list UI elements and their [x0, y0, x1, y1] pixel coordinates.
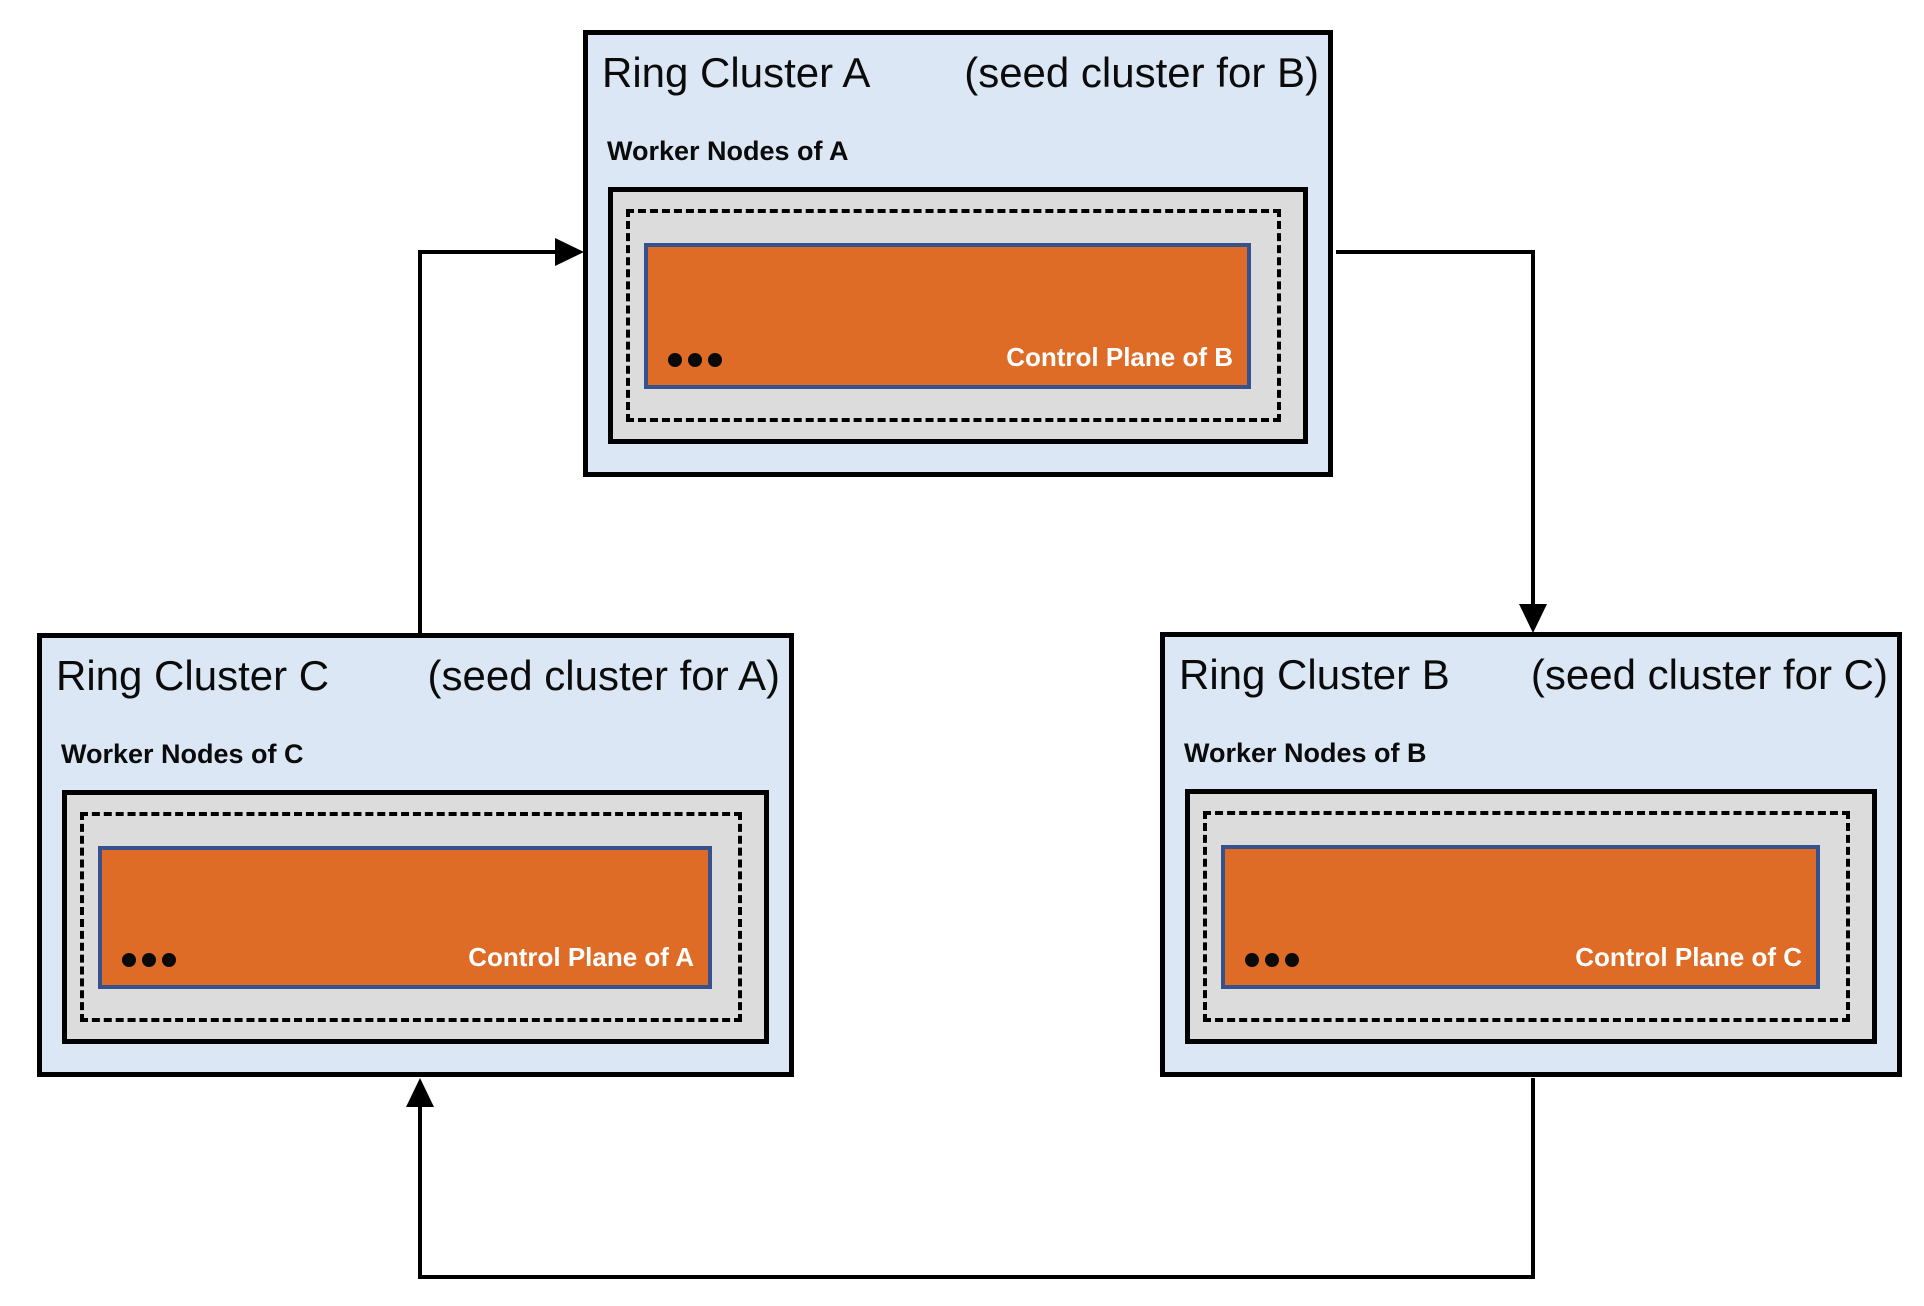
dot-icon	[708, 353, 722, 367]
cluster-c-name: Ring Cluster C	[56, 652, 330, 699]
cluster-a-seed-note: (seed cluster for B)	[964, 49, 1319, 96]
cluster-c-worker-label: Worker Nodes of C	[61, 739, 304, 769]
cluster-a-control-plane-box: Control Plane of B	[644, 243, 1251, 389]
dot-icon	[1245, 953, 1259, 967]
cluster-c-title-row: Ring Cluster C (seed cluster for A)	[56, 652, 780, 700]
cluster-b-name: Ring Cluster B	[1179, 651, 1450, 698]
dot-icon	[688, 353, 702, 367]
cluster-b-dashed-node-group	[1203, 811, 1850, 1022]
cluster-c-worker-box: Control Plane of A	[62, 790, 769, 1044]
cluster-c-control-plane-box: Control Plane of A	[98, 846, 712, 989]
cluster-b-worker-box: Control Plane of C	[1185, 789, 1877, 1044]
ellipsis-dots	[1245, 953, 1299, 967]
cluster-c: Ring Cluster C (seed cluster for A) Work…	[37, 633, 794, 1077]
arrow-a-to-b	[1336, 250, 1535, 608]
cluster-a-name: Ring Cluster A	[602, 49, 871, 96]
cluster-b-control-plane-box: Control Plane of C	[1221, 845, 1820, 989]
arrow-a-to-b-head-icon	[1519, 604, 1547, 633]
dot-icon	[162, 953, 176, 967]
arrow-b-to-c	[418, 1078, 1535, 1279]
cluster-c-control-plane-label: Control Plane of A	[468, 941, 694, 972]
dot-icon	[142, 953, 156, 967]
arrow-b-to-c-head-icon	[406, 1078, 434, 1107]
cluster-a-worker-box: Control Plane of B	[608, 187, 1308, 444]
cluster-a: Ring Cluster A (seed cluster for B) Work…	[583, 30, 1333, 477]
ellipsis-dots	[668, 353, 722, 367]
cluster-b-seed-note: (seed cluster for C)	[1530, 651, 1888, 698]
dot-icon	[1285, 953, 1299, 967]
cluster-b-control-plane-label: Control Plane of C	[1575, 941, 1802, 972]
cluster-a-title-row: Ring Cluster A (seed cluster for B)	[602, 49, 1319, 97]
dot-icon	[668, 353, 682, 367]
cluster-c-seed-note: (seed cluster for A)	[427, 652, 780, 699]
cluster-a-control-plane-label: Control Plane of B	[1006, 341, 1233, 372]
cluster-b: Ring Cluster B (seed cluster for C) Work…	[1160, 632, 1902, 1077]
arrow-c-to-a	[418, 250, 558, 633]
cluster-a-worker-label: Worker Nodes of A	[607, 136, 849, 166]
dot-icon	[1265, 953, 1279, 967]
cluster-b-worker-label: Worker Nodes of B	[1184, 738, 1427, 768]
arrow-c-to-a-head-icon	[555, 238, 584, 266]
cluster-a-dashed-node-group	[626, 209, 1281, 422]
ellipsis-dots	[122, 953, 176, 967]
cluster-b-title-row: Ring Cluster B (seed cluster for C)	[1179, 651, 1888, 699]
cluster-c-dashed-node-group	[80, 812, 742, 1022]
dot-icon	[122, 953, 136, 967]
